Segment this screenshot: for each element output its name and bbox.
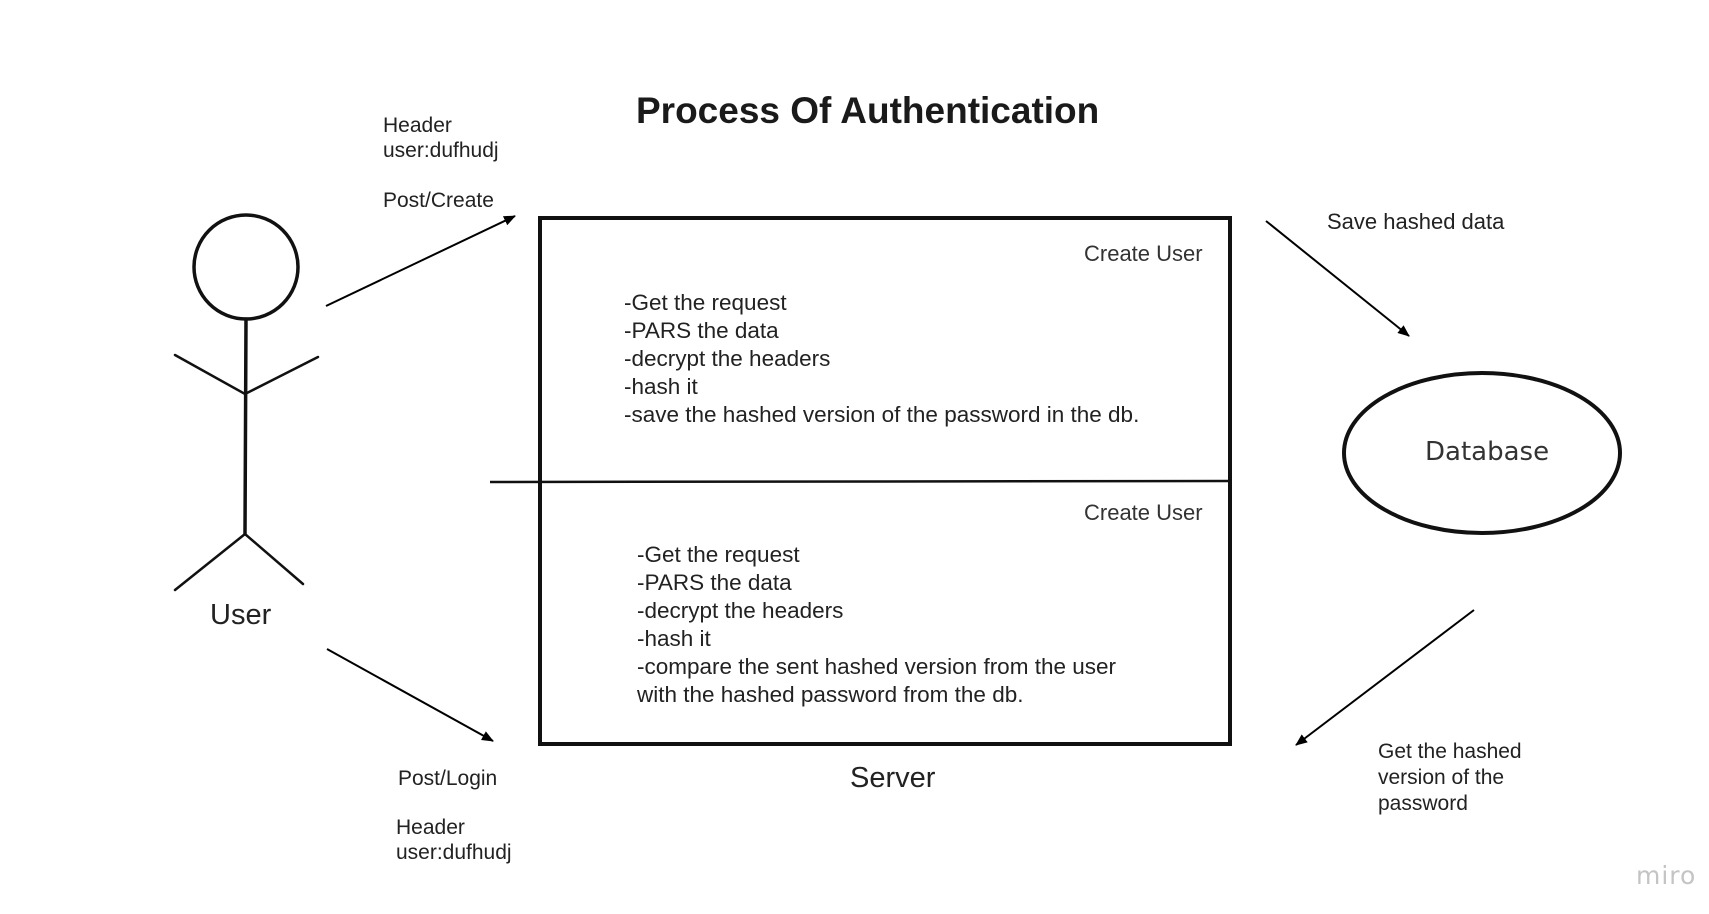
database-label: Database <box>1425 437 1550 467</box>
server-label: Server <box>850 762 936 794</box>
arrow-server-to-database <box>1265 220 1410 337</box>
diagram-title: Process Of Authentication <box>636 90 1100 131</box>
login-header-label: Header <box>396 816 465 839</box>
miro-watermark: miro <box>1636 861 1697 890</box>
login-user-value: user:dufhudj <box>396 841 512 864</box>
create-method-label: Post/Create <box>383 189 494 212</box>
login-step: -hash it <box>637 626 711 651</box>
create-step: -PARS the data <box>624 318 779 343</box>
save-hashed-label: Save hashed data <box>1327 209 1505 234</box>
create-step: -save the hashed version of the password… <box>624 402 1140 427</box>
login-step: -Get the request <box>637 542 800 567</box>
login-step: -decrypt the headers <box>637 598 844 623</box>
arrow-user-to-server-create <box>325 215 516 307</box>
arrow-user-to-server-login <box>326 648 494 742</box>
database-node <box>1342 371 1622 535</box>
actor-arms <box>173 353 320 396</box>
login-method-label: Post/Login <box>398 767 498 790</box>
login-section-title: Create User <box>1084 500 1203 525</box>
actor-head <box>192 213 300 321</box>
actor-body <box>243 317 248 536</box>
login-step: -compare the sent hashed version from th… <box>637 654 1116 707</box>
get-hashed-line3: password <box>1378 792 1468 815</box>
actor-label: User <box>210 599 272 631</box>
arrow-database-to-server <box>1295 609 1475 746</box>
create-section-title: Create User <box>1084 241 1203 266</box>
create-step: -Get the request <box>624 290 787 315</box>
server-divider <box>489 479 1231 484</box>
create-user-value: user:dufhudj <box>383 139 499 162</box>
actor-legs <box>173 532 305 592</box>
create-header-label: Header <box>383 114 452 137</box>
create-step: -decrypt the headers <box>624 346 831 371</box>
login-steps-list: -Get the request -PARS the data -decrypt… <box>637 541 1127 709</box>
user-actor <box>173 213 320 592</box>
create-step: -hash it <box>624 374 698 399</box>
get-hashed-line2: version of the <box>1378 766 1505 789</box>
login-step: -PARS the data <box>637 570 792 595</box>
get-hashed-line1: Get the hashed <box>1378 740 1522 763</box>
create-steps-list: -Get the request -PARS the data -decrypt… <box>624 289 1164 429</box>
